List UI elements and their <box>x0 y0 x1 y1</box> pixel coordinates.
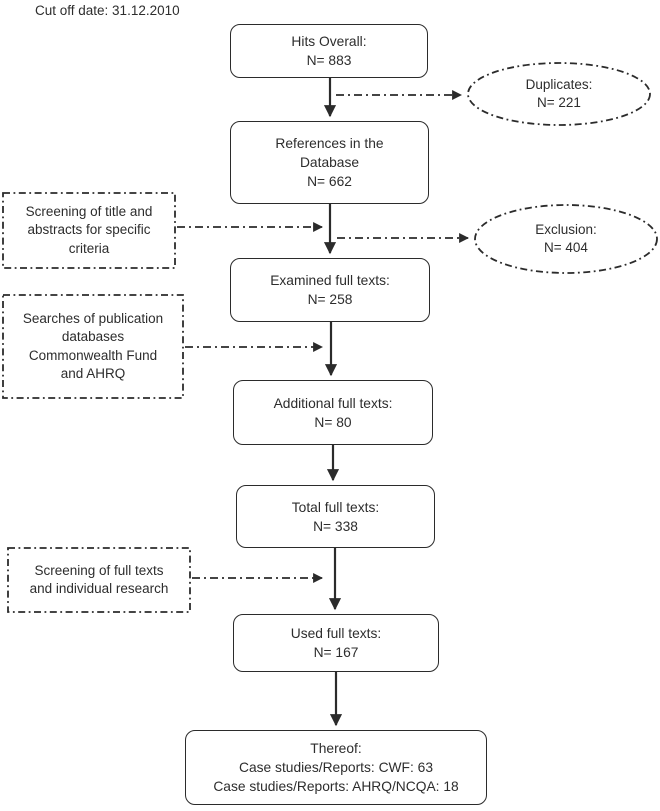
flow-node-line: N= 662 <box>307 174 352 189</box>
flow-node-line: Database <box>299 155 360 170</box>
flow-node-hits-overall: Hits Overall: N= 883 <box>230 24 428 78</box>
flow-node-line: Hits Overall: <box>291 34 367 49</box>
flow-node-line: N= 167 <box>313 645 359 660</box>
flow-node-total-full-texts: Total full texts: N= 338 <box>236 485 435 548</box>
ellipse-duplicates <box>467 62 651 126</box>
side-note-box-searches <box>2 294 184 399</box>
flow-node-line: Total full texts: <box>291 499 380 515</box>
ellipse-exclusion <box>474 204 658 274</box>
flow-node-line: References in the <box>275 136 384 151</box>
flow-node-line: N= 338 <box>313 518 358 534</box>
flow-node-references-in-database: References in the Database N= 662 <box>230 121 429 204</box>
flow-node-line: N= 258 <box>307 292 353 307</box>
flow-node-line: N= 883 <box>306 53 352 68</box>
side-note-box-screening-fulltext <box>7 547 191 613</box>
flow-node-line: Used full texts: <box>290 626 382 641</box>
flow-node-line: Case studies/Reports: AHRQ/NCQA: 18 <box>213 779 459 794</box>
flow-node-used-full-texts: Used full texts: N= 167 <box>233 614 439 672</box>
flow-node-line: Additional full texts: <box>273 395 393 411</box>
flow-node-line: Case studies/Reports: CWF: 63 <box>239 760 433 775</box>
flow-node-line: Thereof: <box>310 741 362 756</box>
flow-node-thereof-breakdown: Thereof: Case studies/Reports: CWF: 63 C… <box>185 730 487 805</box>
flow-node-line: Examined full texts: <box>270 273 390 288</box>
flow-node-examined-full-texts: Examined full texts: N= 258 <box>230 258 430 322</box>
cutoff-date-caption: Cut off date: 31.12.2010 <box>35 3 180 18</box>
side-note-box-screening-title <box>2 192 176 269</box>
flow-node-line: N= 80 <box>314 414 352 430</box>
flow-node-additional-full-texts: Additional full texts: N= 80 <box>233 380 433 445</box>
